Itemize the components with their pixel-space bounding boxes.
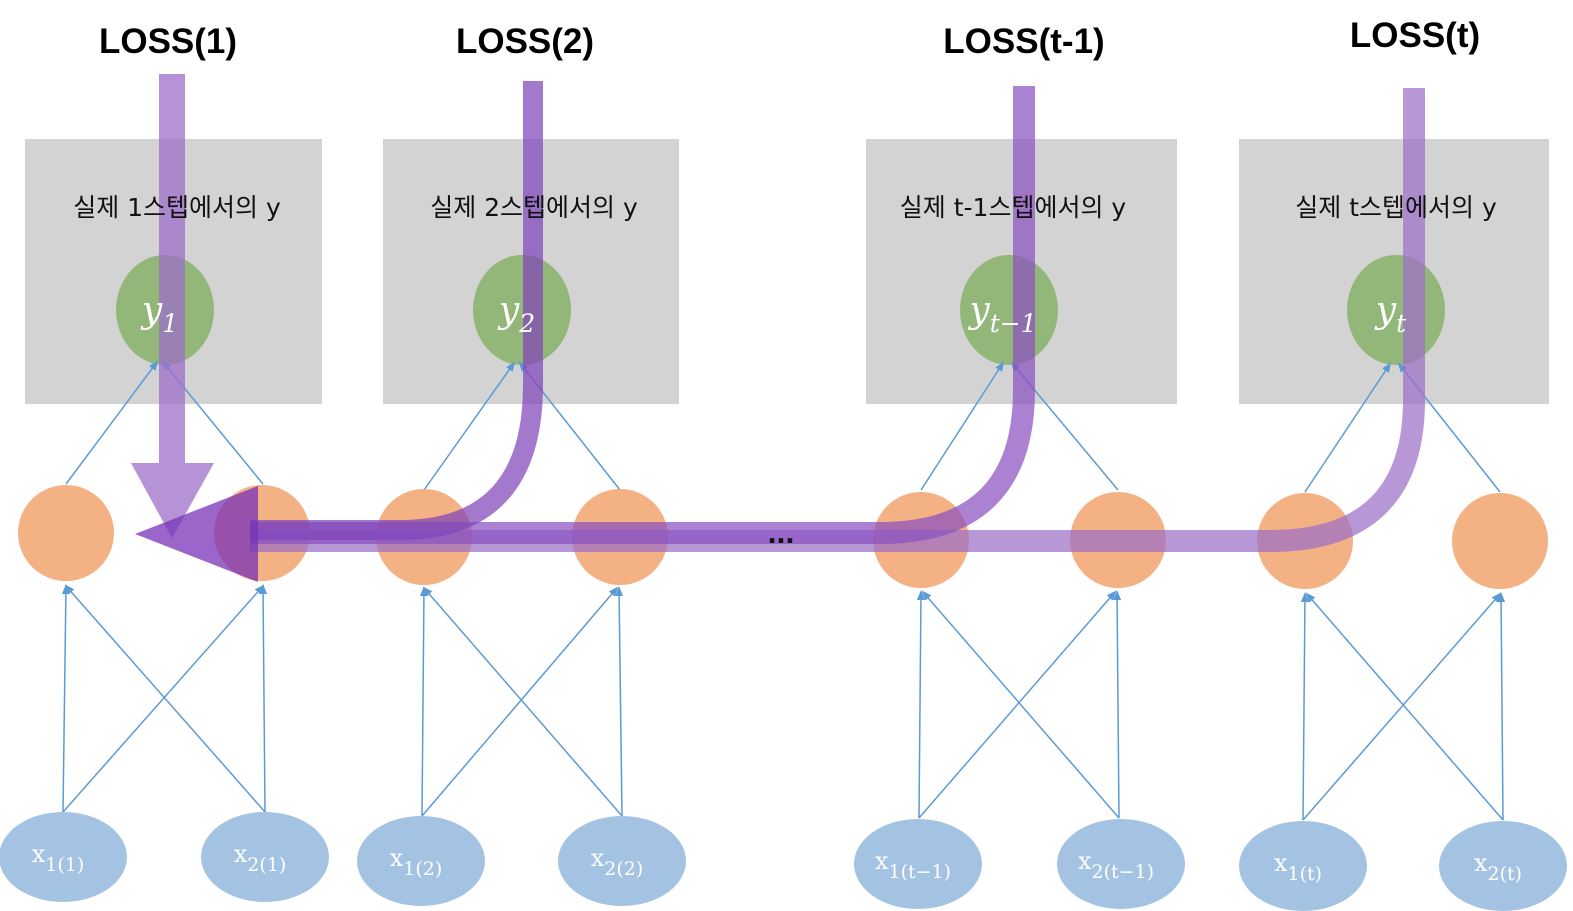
step-label-4: 실제 t스텝에서의 y [1295,193,1497,222]
step-label-2: 실제 2스텝에서의 y [430,193,638,222]
input-node [357,816,485,906]
input-node [201,812,329,902]
input-base: x [233,840,248,868]
output-label-2: y2 [499,290,535,338]
input-label-2: x2(1) [234,840,287,876]
input-label-6: x2(t−1) [1078,847,1154,883]
input-label-4: x2(2) [591,844,644,880]
input-base: x [1473,849,1488,877]
step-label-1: 실제 1스텝에서의 y [73,193,281,222]
input-label-7: x1(t) [1274,849,1322,885]
input-sub: 1(t) [1287,863,1323,885]
output-label-1: y1 [142,290,178,338]
output-base: y [498,290,520,331]
output-node-2 [473,255,571,365]
output-sub: 2 [519,309,536,338]
output-sub: t [1396,309,1407,338]
gradient-flow-step-t-1 [250,86,1035,544]
input-base: x [31,840,46,868]
output-sub: t−1 [989,309,1037,338]
input-label-3: x1(2) [390,844,443,880]
input-sub: 2(t) [1487,863,1523,885]
input-base: x [874,847,889,875]
input-base: x [590,844,605,872]
input-node [1439,821,1567,911]
input-to-hidden-edges [61,584,1506,821]
input-node [558,816,686,906]
input-node [0,812,127,902]
input-node [1057,819,1185,909]
loss-label-1: LOSS(1) [98,22,238,61]
input-sub: 2(2) [604,858,644,880]
input-node [1239,821,1367,911]
input-base: x [389,844,404,872]
input-sub: 1(2) [403,858,443,880]
output-sub: 1 [162,309,179,338]
input-sub: 2(1) [247,854,287,876]
hidden-node [1452,493,1548,589]
ellipsis: ... [767,514,795,550]
gradient-flow-step-1-arrowhead [131,463,214,538]
input-node [854,819,982,909]
step-label-3: 실제 t-1스텝에서의 y [899,193,1127,222]
gradient-flow [131,74,1425,582]
output-base: y [969,290,990,331]
gradient-flow-main-arrowhead [135,486,258,582]
gradient-flow-step-2 [250,81,543,540]
gradient-flow-step-t [250,88,1425,552]
input-label-5: x1(t−1) [875,847,951,883]
input-label-8: x2(t) [1474,849,1522,885]
loss-label-3: LOSS(t-1) [943,22,1105,61]
output-base: y [141,290,163,331]
output-base: y [1375,290,1397,331]
input-base: x [1273,849,1288,877]
input-nodes [0,812,1567,911]
loss-label-2: LOSS(2) [455,22,595,61]
loss-label-4: LOSS(t) [1349,16,1481,55]
input-label-1: x1(1) [32,840,85,876]
input-sub: 1(1) [45,854,85,876]
input-sub: 1(t−1) [888,861,952,883]
input-sub: 2(t−1) [1091,861,1155,883]
output-label-4: yt [1376,290,1406,338]
output-label-3: yt−1 [969,290,1036,338]
hidden-node [18,485,114,581]
input-base: x [1077,847,1092,875]
